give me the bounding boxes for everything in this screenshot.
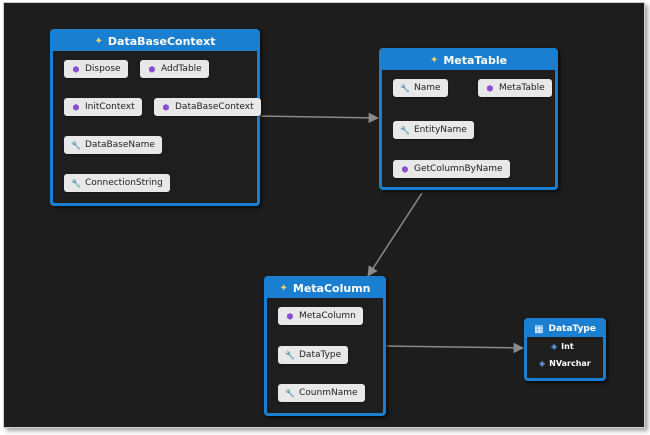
enum-value-int[interactable]: ◈ Int (551, 342, 574, 351)
member-label: Dispose (85, 64, 121, 74)
connector-metatable-to-metacolumn[interactable] (367, 192, 423, 277)
class-title: MetaTable (443, 54, 508, 67)
enum-value-icon: ◈ (539, 359, 546, 368)
enum-header[interactable]: ▦ DataType (527, 321, 603, 337)
member-label: EntityName (414, 125, 467, 135)
class-title: MetaColumn (292, 282, 371, 295)
wrench-property-icon: 🔧 (71, 140, 81, 150)
enum-icon: ▦ (534, 323, 544, 335)
method-icon: ⬢ (486, 83, 494, 93)
member-label: MetaColumn (299, 311, 356, 321)
method-icon: ⬢ (401, 164, 409, 174)
enum-value-label: Int (561, 342, 574, 351)
member-columnname[interactable]: 🔧 CounmName (278, 384, 365, 402)
member-databasename[interactable]: 🔧 DataBaseName (64, 136, 162, 154)
wrench-property-icon: 🔧 (400, 83, 410, 93)
member-metacolumn-constructor[interactable]: ⬢ MetaColumn (278, 307, 363, 325)
class-metatable[interactable]: ✦ MetaTable 🔧 Name ⬢ MetaTable 🔧 EntityN… (379, 48, 558, 190)
member-initcontext[interactable]: ⬢ InitContext (64, 98, 142, 116)
member-label: Name (414, 83, 441, 93)
enum-title: DataType (548, 324, 596, 334)
member-label: MetaTable (499, 83, 545, 93)
member-label: DataBaseContext (175, 102, 254, 112)
wrench-property-icon: 🔧 (400, 125, 410, 135)
wrench-property-icon: 🔧 (285, 388, 295, 398)
member-label: DataBaseName (85, 140, 155, 150)
method-icon: ⬢ (286, 311, 294, 321)
member-connectionstring[interactable]: 🔧 ConnectionString (64, 174, 170, 192)
member-datatype[interactable]: 🔧 DataType (278, 346, 349, 364)
wrench-property-icon: 🔧 (285, 350, 295, 360)
class-icon: ✦ (94, 36, 103, 47)
member-label: GetColumnByName (414, 164, 503, 174)
member-label: DataType (299, 350, 342, 360)
class-header[interactable]: ✦ MetaTable (382, 51, 555, 70)
method-icon: ⬢ (148, 64, 156, 74)
enum-value-nvarchar[interactable]: ◈ NVarchar (539, 359, 591, 368)
class-metacolumn[interactable]: ✦ MetaColumn ⬢ MetaColumn 🔧 DataType 🔧 C… (264, 276, 386, 416)
member-dispose[interactable]: ⬢ Dispose (64, 60, 128, 78)
member-label: InitContext (85, 102, 135, 112)
class-title: DataBaseContext (107, 35, 216, 48)
method-icon: ⬢ (72, 102, 80, 112)
class-icon: ✦ (429, 55, 439, 66)
member-entityname[interactable]: 🔧 EntityName (393, 121, 474, 139)
enum-value-icon: ◈ (551, 342, 558, 351)
method-icon: ⬢ (72, 64, 80, 74)
member-databasecontext-constructor[interactable]: ⬢ DataBaseContext (154, 98, 261, 116)
member-label: ConnectionString (85, 178, 163, 188)
connector-metacolumn-to-datatype[interactable] (383, 342, 525, 354)
member-metatable-constructor[interactable]: ⬢ MetaTable (478, 79, 552, 97)
enum-datatype[interactable]: ▦ DataType ◈ Int ◈ NVarchar (524, 318, 606, 381)
wrench-property-icon: 🔧 (71, 178, 81, 188)
class-icon: ✦ (279, 283, 288, 294)
method-icon: ⬢ (162, 102, 170, 112)
member-label: AddTable (161, 64, 202, 74)
member-getcolumnbyname[interactable]: ⬢ GetColumnByName (393, 160, 510, 178)
class-header[interactable]: ✦ MetaColumn (267, 279, 383, 298)
member-label: CounmName (299, 388, 358, 398)
enum-value-label: NVarchar (549, 359, 591, 368)
member-addtable[interactable]: ⬢ AddTable (140, 60, 209, 78)
class-databasecontext[interactable]: ✦ DataBaseContext ⬢ Dispose ⬢ AddTable ⬢… (50, 29, 261, 206)
connector-databasecontext-to-metatable[interactable] (257, 112, 380, 124)
member-name[interactable]: 🔧 Name (393, 79, 448, 97)
class-header[interactable]: ✦ DataBaseContext (53, 32, 257, 51)
